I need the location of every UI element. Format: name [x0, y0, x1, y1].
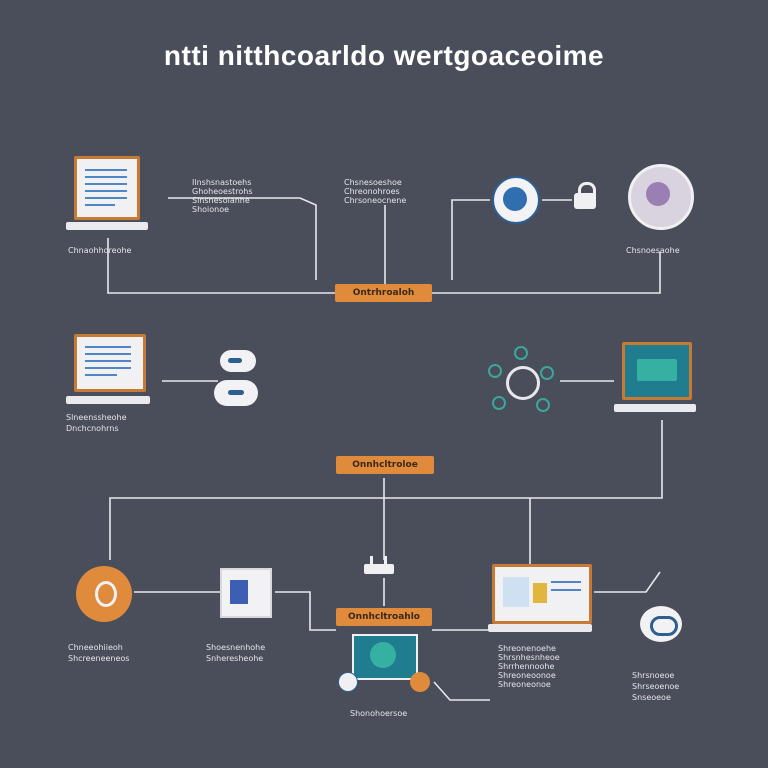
cloud-icon: [640, 606, 686, 646]
lock-icon: [572, 182, 598, 212]
settings-icon: [410, 672, 432, 694]
monitor-icon: [352, 634, 418, 680]
process-tag-middle: Onnhcltroloe: [336, 456, 434, 474]
shield-caption: Chsnoesaohe: [626, 246, 680, 255]
key-icon: [76, 566, 132, 622]
diagram-title: ntti nitthcoarldo wertgoaceoime: [163, 40, 605, 71]
laptop-icon: [614, 342, 700, 420]
router-icon: [364, 556, 400, 580]
laptop-icon: [66, 334, 156, 408]
cloud-icon: [214, 348, 262, 414]
center-caption: Shonohoersoe: [350, 709, 408, 718]
document-icon: [220, 568, 272, 618]
laptop-icon: [66, 156, 152, 240]
laptop-icon: [488, 564, 596, 634]
network-hub-icon: [484, 344, 558, 418]
shield-icon: [628, 164, 694, 230]
laptop-caption: Chnaohhoreohe: [68, 246, 132, 255]
process-tag-top: Ontrhroaloh: [335, 284, 432, 302]
globe-icon: [492, 176, 540, 224]
process-tag-lower: Onnhcltroahlo: [336, 608, 432, 626]
user-icon: [338, 672, 358, 692]
